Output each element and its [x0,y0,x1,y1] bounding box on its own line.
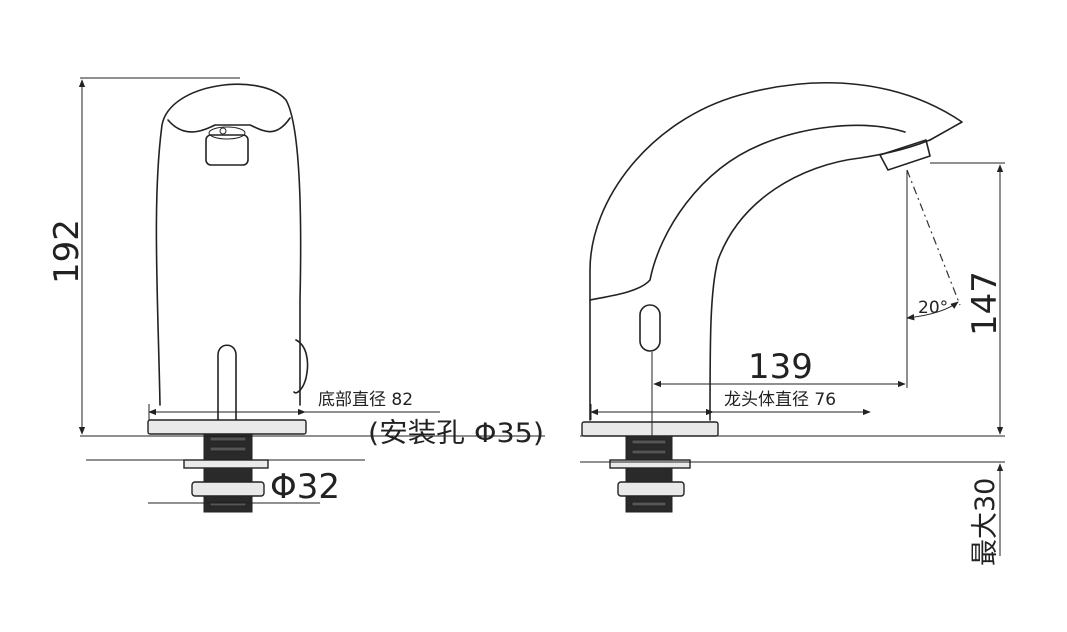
side-sensor-window [639,304,661,352]
side-nut [617,481,685,497]
dim-base-diameter-label: 底部直径 82 [318,390,413,410]
dim-max30-label: 最大30 [970,478,1001,566]
front-top-cap [167,117,291,133]
dim-mount-hole-label: (安装孔 Φ35) [368,418,544,449]
side-spout-lower [709,139,931,421]
dim-139-label: 139 [748,347,813,387]
angle-label: 20° [918,298,948,318]
front-nut [191,481,265,497]
dim-body-diameter-label: 龙头体直径 76 [724,390,836,410]
front-sensor-bump [293,339,309,394]
dim-147-label: 147 [965,271,1005,336]
front-view: 192 底部直径 82 (安装孔 Φ35) Φ32 [47,77,545,513]
water-stream-line [906,169,961,306]
dim-192-label: 192 [47,219,87,284]
side-view: 20° 139 龙头体直径 76 147 最大30 [580,82,1005,566]
side-aerator [879,139,931,171]
front-aerator-center [219,127,227,135]
front-body-outline [155,83,302,406]
side-shank-mid [625,467,673,483]
front-shank-mid [203,467,253,483]
front-base-plate [147,419,307,435]
side-base-plate [581,421,719,437]
front-washer [183,459,269,469]
side-spout-seam [589,124,906,301]
side-washer [609,459,691,469]
front-aerator-rim [208,126,246,140]
angle-arc [906,301,959,321]
dim-shank-diameter-label: Φ32 [270,467,340,507]
front-aerator [205,134,249,166]
side-spout-outer [589,82,963,421]
front-inner-post [217,344,237,421]
